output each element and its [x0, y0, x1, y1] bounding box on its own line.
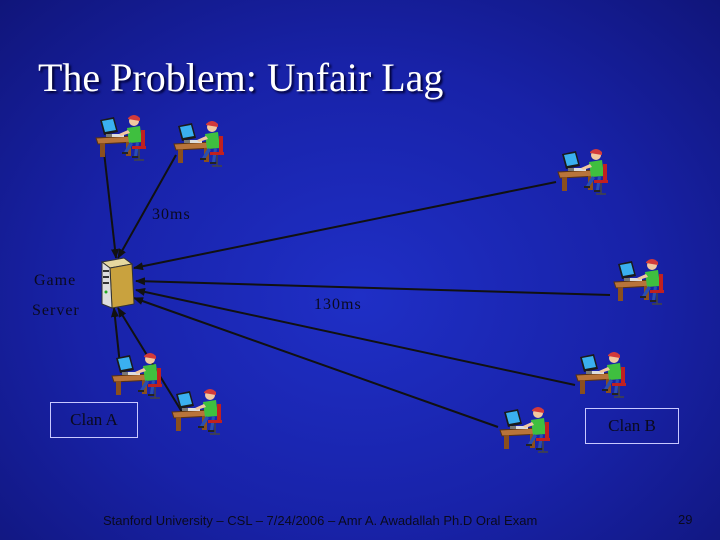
slide-title: The Problem: Unfair Lag: [38, 55, 444, 100]
arrow-clan-b-1: [133, 181, 557, 271]
player-icon: [575, 351, 627, 398]
server-label-line1: Game: [34, 272, 77, 289]
server-label-line2: Server: [32, 302, 80, 319]
player-icon: [95, 114, 147, 161]
footer-text: Stanford University – CSL – 7/24/2006 – …: [103, 513, 538, 528]
arrow-clan-a-top2: [117, 154, 177, 259]
arrow-clan-a-top1: [103, 151, 119, 259]
player-icon: [613, 258, 665, 305]
arrow-clan-b-4: [133, 297, 499, 428]
player-icon: [499, 406, 551, 453]
arrow-clan-b-3: [135, 287, 576, 386]
player-icon: [111, 352, 163, 399]
player-icon: [557, 148, 609, 195]
player-icon: [171, 388, 223, 435]
clan-a-box: Clan A: [50, 402, 138, 438]
arrow-clan-b-2: [135, 277, 611, 296]
player-icon: [173, 120, 225, 167]
latency-near-label: 30ms: [152, 206, 191, 223]
latency-far-label: 130ms: [314, 296, 362, 313]
latency-arrows: [103, 151, 611, 428]
page-number: 29: [678, 512, 693, 527]
arrow-clan-a-bottom1: [110, 307, 121, 366]
clan-b-box: Clan B: [585, 408, 679, 444]
server-tower-icon: [100, 257, 135, 309]
